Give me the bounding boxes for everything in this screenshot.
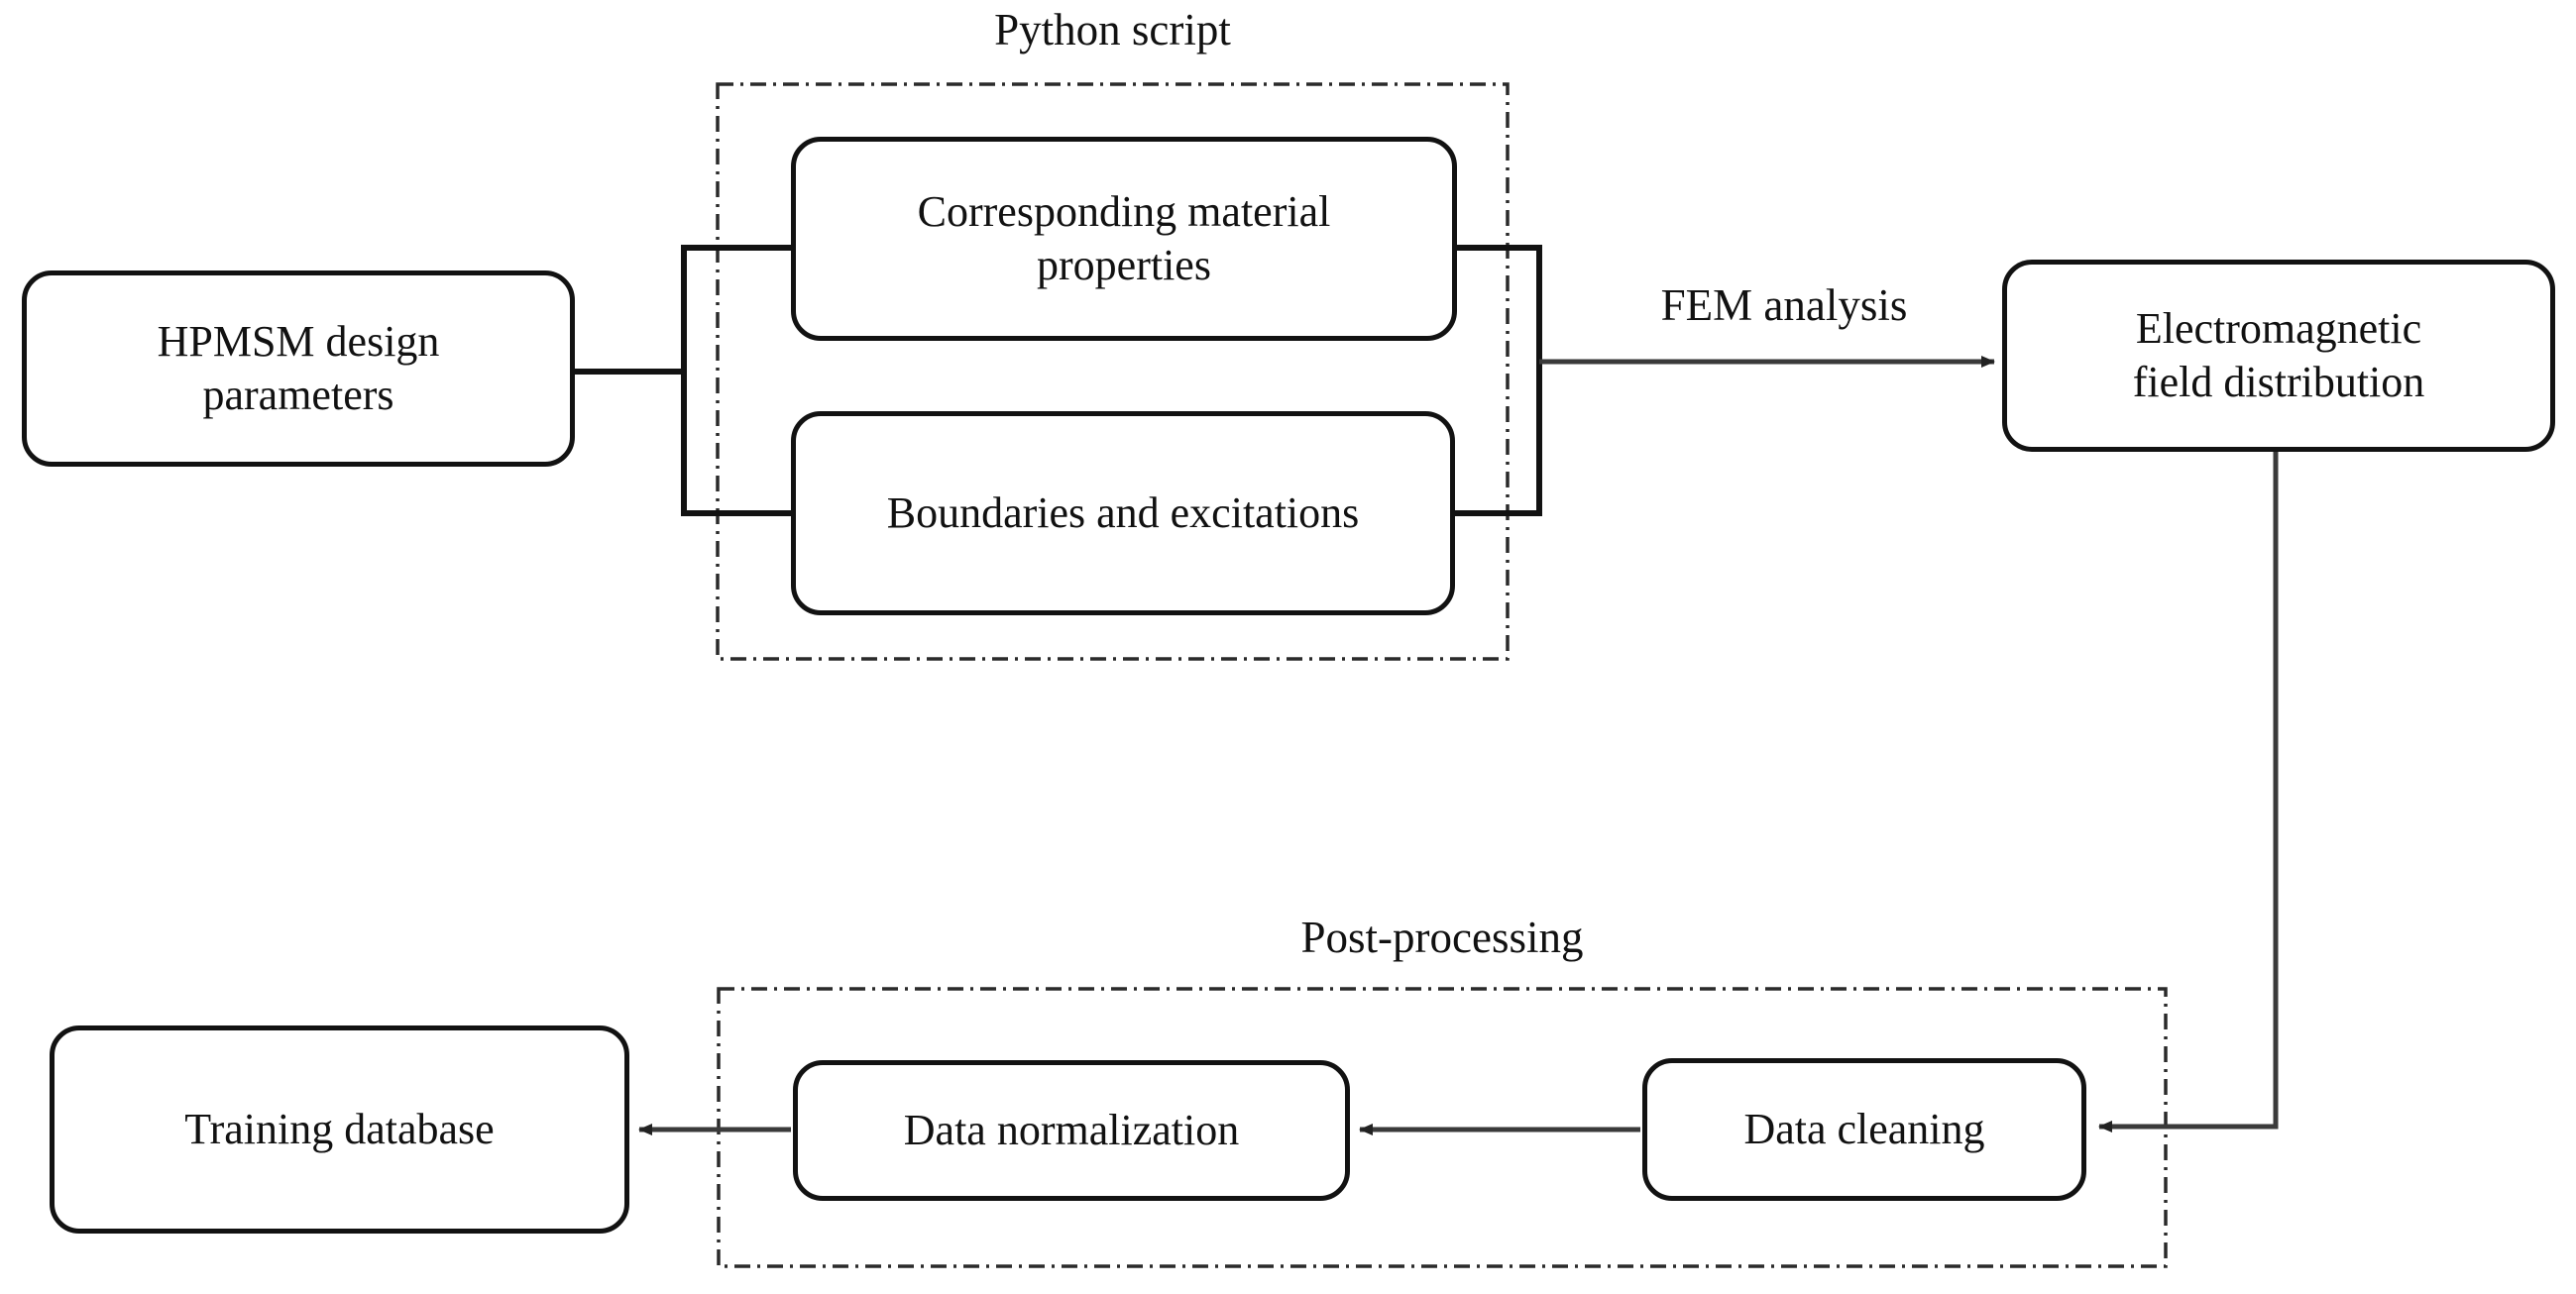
- node-label-boundaries-and-excitations: Boundaries and excitations: [886, 488, 1360, 538]
- connector-electromagnetic-to-data-cleaning: [2098, 451, 2279, 1132]
- connector-left-bracket: [681, 245, 796, 516]
- edge-label-fem-analysis: FEM analysis: [1660, 280, 1908, 330]
- node-data-normalization[interactable]: Data normalization: [793, 1060, 1350, 1201]
- group-label-post-processing: Post-processing: [1300, 913, 1584, 962]
- node-label-electromagnetic-field-distribution: Electromagnetic field distribution: [2132, 304, 2425, 406]
- node-corresponding-material-properties[interactable]: Corresponding material properties: [791, 137, 1457, 341]
- node-label-hpmsm-design-parameters: HPMSM design parameters: [157, 317, 440, 419]
- node-hpmsm-design-parameters[interactable]: HPMSM design parameters: [22, 270, 575, 467]
- node-label-data-normalization: Data normalization: [903, 1106, 1240, 1155]
- group-label-python-script: Python script: [994, 5, 1231, 54]
- node-data-cleaning[interactable]: Data cleaning: [1642, 1058, 2086, 1201]
- node-label-training-database: Training database: [184, 1105, 495, 1154]
- connector-right-bracket: [1450, 245, 1542, 516]
- node-training-database[interactable]: Training database: [50, 1025, 629, 1234]
- node-label-corresponding-material-properties: Corresponding material properties: [917, 187, 1331, 289]
- group-frame-python-script: [716, 82, 1510, 661]
- node-electromagnetic-field-distribution[interactable]: Electromagnetic field distribution: [2002, 260, 2555, 452]
- node-boundaries-and-excitations[interactable]: Boundaries and excitations: [791, 411, 1455, 615]
- node-label-data-cleaning: Data cleaning: [1743, 1105, 1985, 1154]
